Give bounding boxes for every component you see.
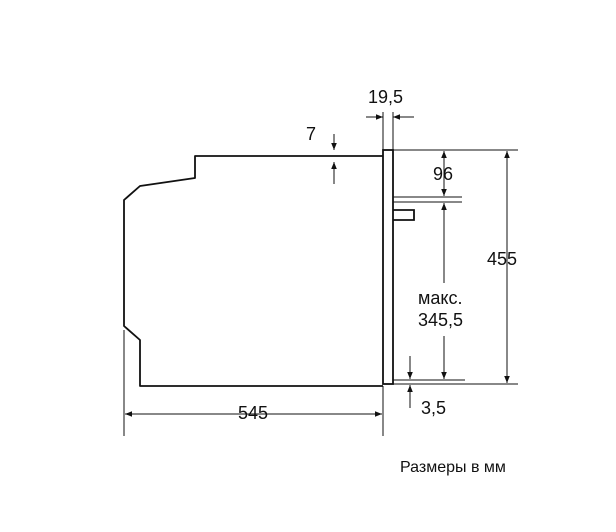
units-caption: Размеры в мм (400, 459, 506, 476)
dimension-max-value: 345,5 (418, 310, 463, 330)
dimension-upper-offset: 96 (433, 151, 453, 196)
oven-body-outline (123, 155, 383, 387)
dimension-gap-top-label: 7 (306, 124, 316, 144)
dimension-total-height: 455 (487, 151, 517, 383)
dimension-bottom-offset: 3,5 (407, 356, 446, 418)
oven-front-panel (382, 149, 394, 385)
dimension-total-depth: 545 (125, 403, 382, 423)
dimension-gap-top: 7 (306, 124, 337, 184)
dimension-total-depth-label: 545 (238, 403, 268, 423)
dimension-front-depth: 19,5 (366, 87, 414, 120)
extension-lines (123, 112, 518, 436)
dimension-upper-offset-label: 96 (433, 164, 453, 184)
oven-handle (393, 209, 415, 221)
dimension-total-height-label: 455 (487, 249, 517, 269)
dimension-max-height: макс. 345,5 (418, 203, 463, 379)
dimension-front-depth-label: 19,5 (368, 87, 403, 107)
dimension-max-label: макс. (418, 288, 462, 308)
dimension-bottom-offset-label: 3,5 (421, 398, 446, 418)
